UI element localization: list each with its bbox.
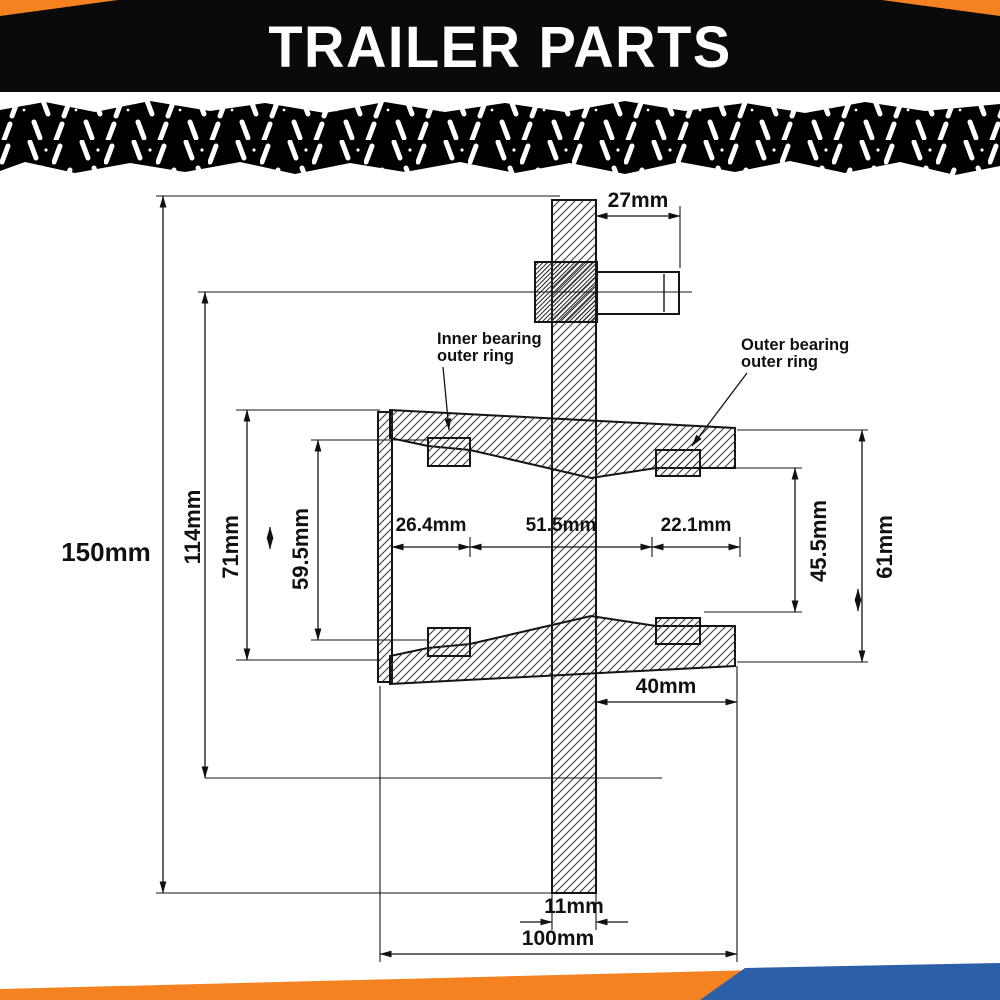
dimension-lines (159, 195, 866, 958)
dim-label-11mm: 11mm (544, 895, 604, 918)
dim-label-22_1mm: 22.1mm (661, 515, 732, 536)
inner-bearing-ring-upper (427, 437, 471, 467)
note-outer-bearing-line1: Outer bearing (741, 336, 849, 354)
hub-wall-upper-section (389, 408, 736, 480)
leader-outer-bearing (691, 372, 748, 447)
dim-label-26_4mm: 26.4mm (396, 515, 467, 536)
dim-label-45_5mm: 45.5mm (806, 500, 831, 582)
dim-label-51_5mm: 51.5mm (526, 515, 597, 536)
hub-wall-lower-section (389, 614, 736, 686)
header-accent-left (0, 0, 118, 16)
dim-label-71mm: 71mm (218, 515, 243, 579)
dim-label-150mm: 150mm (61, 537, 151, 567)
footer-accent-orange (0, 970, 758, 1000)
drum-rim-section (377, 411, 393, 683)
inner-bearing-ring-lower (427, 627, 471, 657)
dim-label-100mm: 100mm (522, 927, 594, 950)
callout-notes: Inner bearing outer ring Outer bearing o… (437, 330, 849, 371)
leader-inner-bearing (442, 366, 452, 431)
note-outer-bearing-line2: outer ring (741, 353, 818, 371)
dimension-labels: 150mm 114mm 71mm 59.5mm 27mm 26.4mm 51.5… (61, 189, 897, 950)
note-inner-bearing-line2: outer ring (437, 347, 514, 365)
note-inner-bearing-line1: Inner bearing (437, 330, 542, 348)
dim-label-40mm: 40mm (636, 675, 697, 698)
dim-label-61mm: 61mm (872, 515, 897, 579)
wheel-stud-shank (596, 271, 680, 315)
tire-tread-band (0, 101, 1000, 175)
outer-bearing-ring-lower (655, 617, 701, 645)
outer-bearing-ring-upper (655, 449, 701, 477)
dim-label-59_5mm: 59.5mm (288, 508, 313, 590)
header-accent-right (882, 0, 1000, 16)
page-title: TRAILER PARTS (268, 12, 732, 80)
extension-lines (156, 195, 868, 962)
header-accents (0, 0, 1000, 16)
header-banner: TRAILER PARTS (0, 0, 1000, 92)
dim-label-27mm: 27mm (608, 189, 669, 212)
footer-accent-blue (700, 963, 1000, 1000)
dim-label-114mm: 114mm (180, 490, 205, 565)
